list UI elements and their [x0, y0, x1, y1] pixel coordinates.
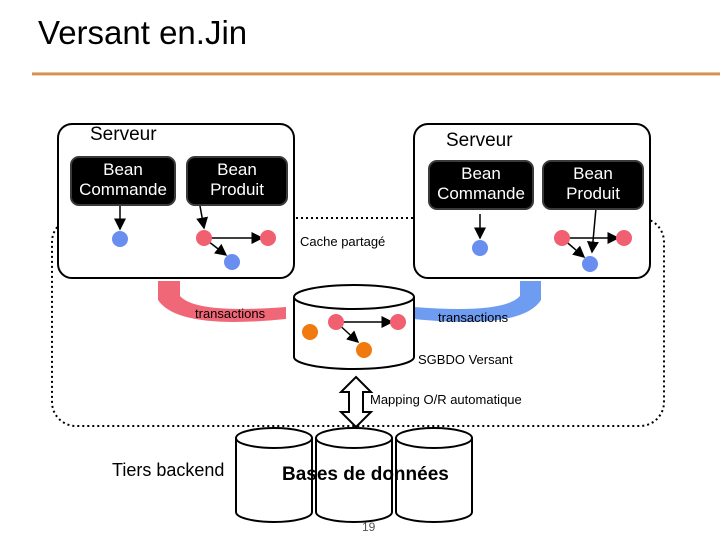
- database-cylinder-2: [315, 427, 393, 523]
- object-node: [112, 231, 128, 247]
- database-cylinder-3: [395, 427, 473, 523]
- tiers-backend-label: Tiers backend: [112, 460, 225, 480]
- object-node: [554, 230, 570, 246]
- object-node: [302, 324, 318, 340]
- bean-produit-left: Bean Produit: [186, 156, 288, 206]
- bean-commande-right-line2: Commande: [437, 184, 525, 203]
- bean-commande-right: Bean Commande: [428, 160, 534, 210]
- mapping-double-arrow: [338, 375, 374, 429]
- object-node: [260, 230, 276, 246]
- databases-label: Bases de données: [282, 464, 449, 485]
- page-number: 19: [362, 520, 376, 534]
- database-cylinder-1: [235, 427, 313, 523]
- object-node: [224, 254, 240, 270]
- bean-commande-left: Bean Commande: [70, 156, 176, 206]
- bean-commande-left-line2: Commande: [79, 180, 167, 199]
- bean-commande-right-line1: Bean: [461, 164, 501, 183]
- object-node: [390, 314, 406, 330]
- bean-produit-right: Bean Produit: [542, 160, 644, 210]
- sgbdo-label: SGBDO Versant: [418, 352, 513, 367]
- transactions-arrow-left: [158, 281, 286, 322]
- bean-produit-right-line1: Bean: [573, 164, 613, 183]
- server-label-left: Serveur: [90, 124, 157, 145]
- cache-cylinder-top: [293, 284, 415, 310]
- transactions-right-label: transactions: [438, 310, 509, 325]
- transactions-left-label: transactions: [195, 306, 266, 321]
- cache-label: Cache partagé: [300, 234, 386, 249]
- bean-produit-left-line1: Bean: [217, 160, 257, 179]
- object-node: [196, 230, 212, 246]
- object-node: [356, 342, 372, 358]
- server-label-right: Serveur: [446, 130, 513, 151]
- mapping-label: Mapping O/R automatique: [370, 392, 522, 407]
- bean-produit-left-line2: Produit: [210, 180, 264, 199]
- bean-commande-left-line1: Bean: [103, 160, 143, 179]
- title-underline: [32, 72, 720, 76]
- object-node: [582, 256, 598, 272]
- bean-produit-right-line2: Produit: [566, 184, 620, 203]
- transactions-arrow-right: [414, 281, 541, 322]
- object-node: [616, 230, 632, 246]
- object-node: [472, 240, 488, 256]
- page-title: Versant en.Jin: [38, 14, 248, 51]
- object-node: [328, 314, 344, 330]
